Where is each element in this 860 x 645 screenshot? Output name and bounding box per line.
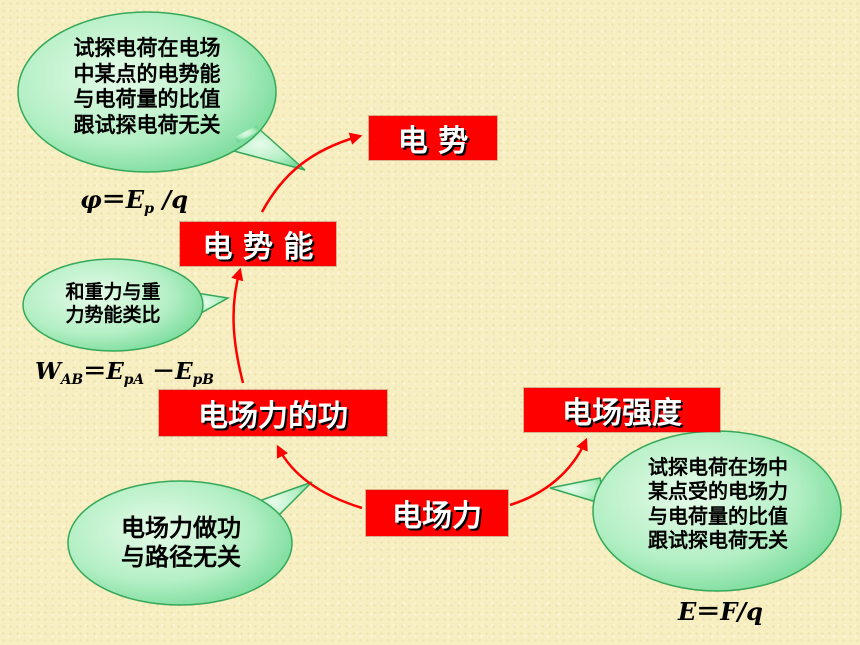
bubble-strength-definition [549, 430, 842, 592]
arrow-force-to-strength [509, 437, 588, 507]
formula-work: WAB＝EpA －EpB [35, 358, 214, 388]
formula-potential: φ＝Ep /q [80, 185, 188, 218]
node-field-force-work: 电场力的功 [159, 390, 387, 436]
arrow-work-to-potential-energy [231, 267, 245, 384]
arrow-force-to-work [276, 444, 363, 510]
bubble-potential-definition [17, 11, 306, 173]
node-potential: 电 势 [369, 116, 497, 160]
callout-potential-definition: 试探电荷在电场 中某点的电势能 与电荷量的比值 跟试探电荷无关 [73, 36, 221, 137]
formula-strength: E＝F/q [678, 597, 763, 626]
bubble-gravity-analogy [22, 258, 231, 352]
node-potential-energy: 电 势 能 [180, 222, 336, 266]
node-field-force: 电场力 [366, 490, 508, 536]
callout-gravity-analogy: 和重力与重 力势能类比 [65, 281, 161, 327]
arrow-potential-energy-to-potential [260, 132, 363, 213]
node-field-strength: 电场强度 [524, 388, 720, 432]
callout-path-independent: 电场力做功 与路径无关 [121, 514, 241, 572]
callout-strength-definition: 试探电荷在场中 某点受的电场力 与电荷量的比值 跟试探电荷无关 [648, 455, 788, 553]
bubble-path-independent [67, 480, 313, 606]
